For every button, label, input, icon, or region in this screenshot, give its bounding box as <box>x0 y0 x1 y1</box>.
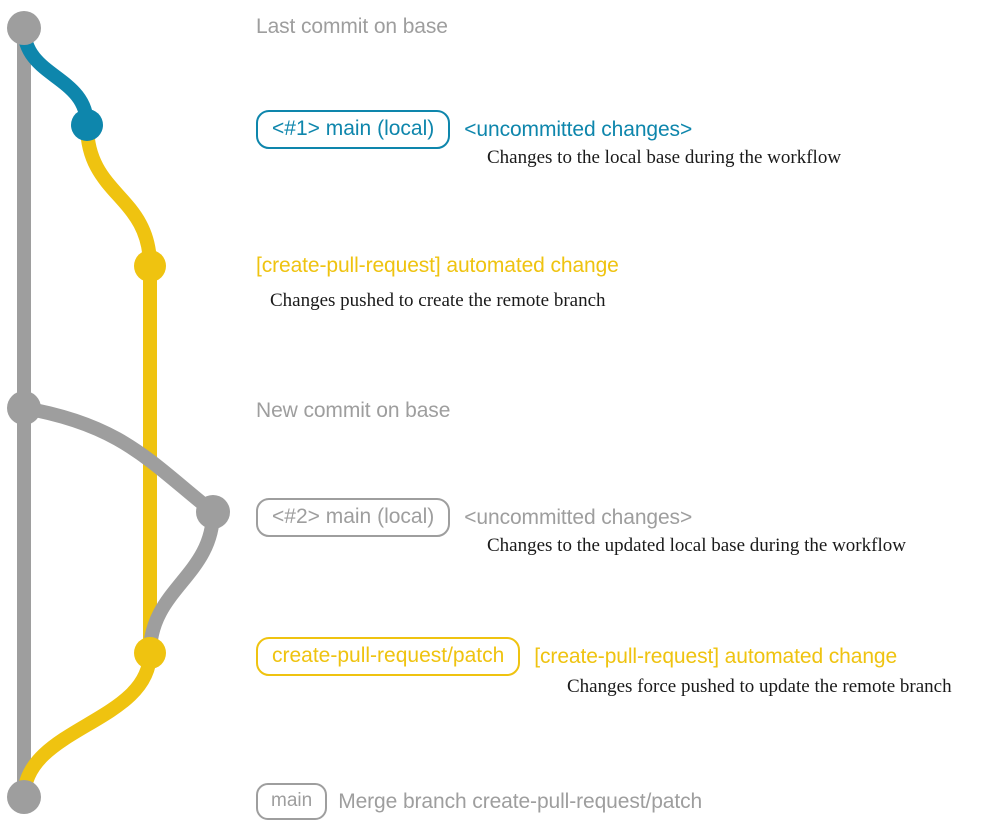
row-local-main-1: <#1> main (local) <uncommitted changes> <box>256 110 692 149</box>
commit-node-patch-create[interactable] <box>134 250 166 282</box>
last-commit-headline: Last commit on base <box>256 15 448 38</box>
row-patch-create: [create-pull-request] automated change <box>256 253 619 279</box>
branch-pill-create-pull-request-patch[interactable]: create-pull-request/patch <box>256 637 521 676</box>
row-local-main-2: <#2> main (local) <uncommitted changes> <box>256 498 692 537</box>
local-main-2-headline: <uncommitted changes> <box>464 505 693 529</box>
commit-node-local-main-2[interactable] <box>196 495 230 529</box>
new-commit-headline: New commit on base <box>256 399 451 422</box>
local-main-1-headline: <uncommitted changes> <box>464 117 693 141</box>
row-patch-create-description: Changes pushed to create the remote bran… <box>270 289 606 312</box>
patch-create-description: Changes pushed to create the remote bran… <box>270 290 606 311</box>
local-main-1-description: Changes to the local base during the wor… <box>487 147 842 168</box>
edge-base-to-local-main-1 <box>17 21 94 132</box>
commit-node-base-last[interactable] <box>7 11 41 45</box>
branch-pill-local-main-2[interactable]: <#2> main (local) <box>256 498 451 537</box>
commit-node-patch-force[interactable] <box>134 637 166 669</box>
local-main-2-description: Changes to the updated local base during… <box>487 535 906 556</box>
row-patch-force: create-pull-request/patch [create-pull-r… <box>256 637 897 676</box>
patch-force-headline: [create-pull-request] automated change <box>534 644 898 668</box>
row-last-commit-on-base: Last commit on base <box>256 14 448 40</box>
commit-node-local-main-1[interactable] <box>71 109 103 141</box>
patch-create-headline: [create-pull-request] automated change <box>256 254 619 277</box>
edge-local-main-2-to-patch-force <box>143 505 220 660</box>
row-merge: main Merge branch create-pull-request/pa… <box>256 783 702 820</box>
row-local-main-2-description: Changes to the updated local base during… <box>487 534 906 557</box>
row-new-commit-on-base: New commit on base <box>256 398 450 424</box>
edge-local-main-1-to-patch-create <box>80 118 157 273</box>
row-patch-force-description: Changes force pushed to update the remot… <box>567 675 952 698</box>
edge-base-new-to-local-main-2 <box>17 401 220 519</box>
branch-pill-local-main-1[interactable]: <#1> main (local) <box>256 110 451 149</box>
commit-node-base-new[interactable] <box>7 391 41 425</box>
row-local-main-1-description: Changes to the local base during the wor… <box>487 146 841 169</box>
edge-patch-force-to-base-merge <box>17 646 157 804</box>
commit-node-base-merge[interactable] <box>7 780 41 814</box>
patch-force-description: Changes force pushed to update the remot… <box>567 676 952 697</box>
merge-headline: Merge branch create-pull-request/patch <box>338 789 703 813</box>
branch-pill-main[interactable]: main <box>256 783 328 820</box>
